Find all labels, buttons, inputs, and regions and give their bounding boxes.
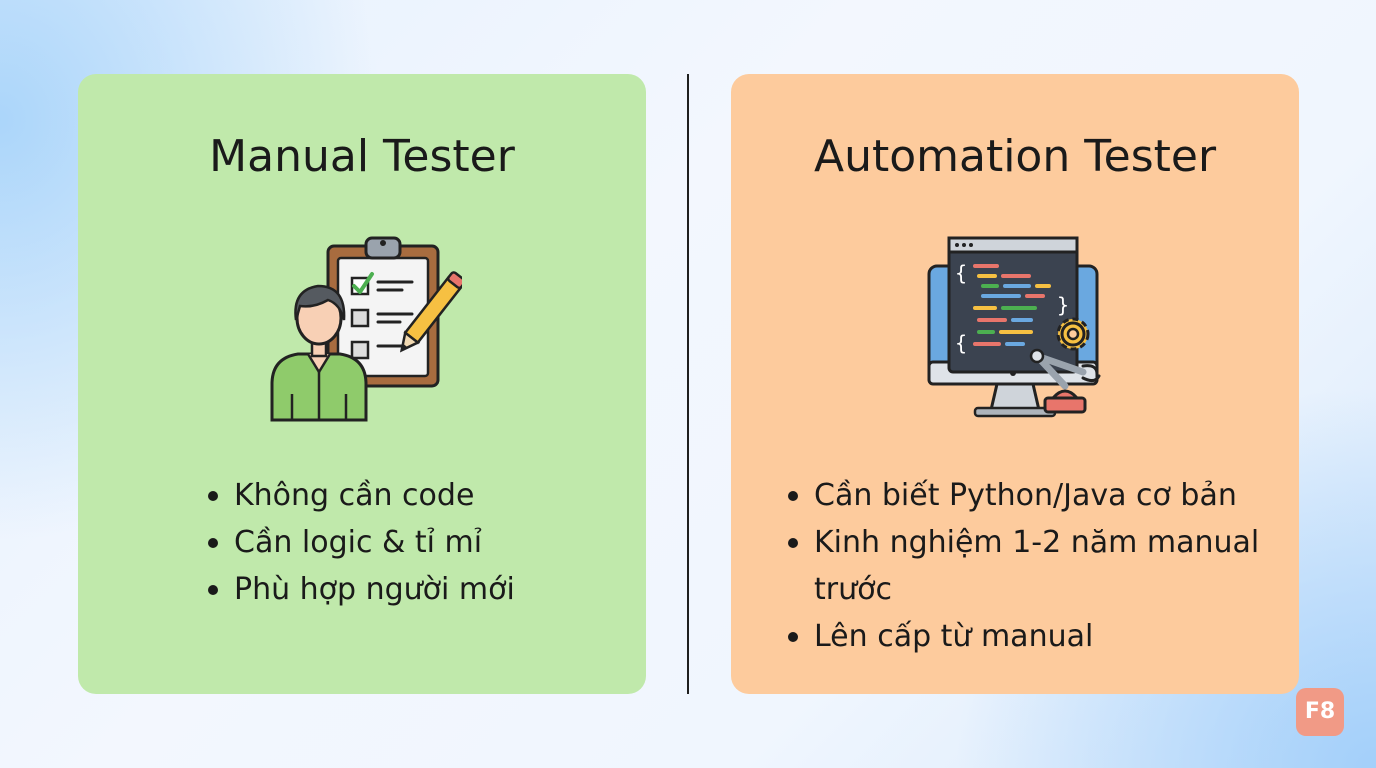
f8-logo: F8 [1296, 688, 1344, 736]
manual-tester-title: Manual Tester [209, 131, 515, 182]
tester-clipboard-icon [270, 236, 462, 422]
list-item: Lên cấp từ manual [786, 613, 1274, 660]
list-item: Kinh nghiệm 1-2 năm manual trước [786, 519, 1274, 613]
automation-tester-title: Automation Tester [813, 131, 1217, 182]
automation-tester-bullets: Cần biết Python/Java cơ bản Kinh nghiệm … [786, 472, 1274, 660]
manual-tester-card: Manual Tester Không [78, 74, 646, 694]
automation-tester-card: Automation Tester { } { [731, 74, 1299, 694]
manual-tester-bullets: Không cần code Cần logic & tỉ mỉ Phù hợp… [206, 472, 515, 613]
svg-text:{: { [955, 261, 967, 285]
svg-text:}: } [1057, 293, 1069, 317]
svg-text:{: { [955, 331, 967, 355]
code-monitor-robot-arm-icon: { } { [927, 236, 1101, 418]
divider [687, 74, 689, 694]
list-item: Cần logic & tỉ mỉ [206, 519, 515, 566]
list-item: Cần biết Python/Java cơ bản [786, 472, 1274, 519]
list-item: Phù hợp người mới [206, 566, 515, 613]
list-item: Không cần code [206, 472, 515, 519]
